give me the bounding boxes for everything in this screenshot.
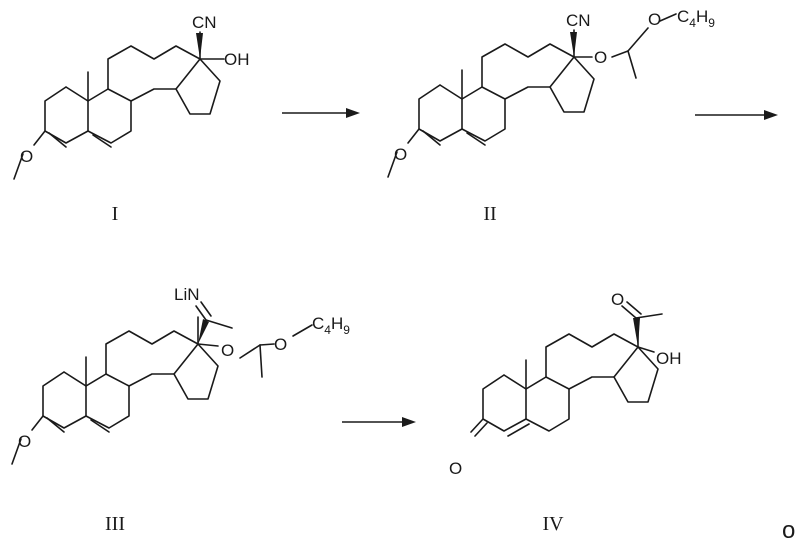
oh-label-i: OH <box>224 50 250 69</box>
reaction-arrow-1 <box>282 108 360 118</box>
o-ether2-label-ii: O <box>648 10 661 29</box>
compound-label-i: I <box>112 203 119 225</box>
o-carbonyl-label-iv: O <box>611 290 624 309</box>
compound-label-ii: II <box>483 203 496 225</box>
compound-i-structure <box>13 31 225 180</box>
butyl-label-iii: C4H9 <box>312 314 350 337</box>
compound-label-iii: III <box>105 513 125 535</box>
o-ether-label-ii: O <box>594 48 607 67</box>
oh-label-iv: OH <box>656 349 682 368</box>
cn-label-i: CN <box>192 13 217 32</box>
reaction-arrow-3 <box>342 417 416 427</box>
o-ketone-label-iv: O <box>449 459 462 478</box>
reaction-arrow-2 <box>695 110 778 120</box>
o-label-iii: O <box>18 432 31 451</box>
butyl-label-ii: C4H9 <box>677 7 715 30</box>
lin-label-iii: LiN <box>174 285 200 304</box>
cn-label-ii: CN <box>566 11 591 30</box>
o-ether2-label-iii: O <box>274 335 287 354</box>
o-label-i: O <box>20 147 33 166</box>
compound-label-iv: IV <box>542 513 564 535</box>
o-label-ii: O <box>394 145 407 164</box>
compound-ii-structure <box>387 13 677 178</box>
compound-iv-structure <box>470 301 663 437</box>
compound-iii-structure <box>11 301 313 465</box>
terminal-mark: o <box>782 517 795 544</box>
o-ether-label-iii: O <box>221 341 234 360</box>
